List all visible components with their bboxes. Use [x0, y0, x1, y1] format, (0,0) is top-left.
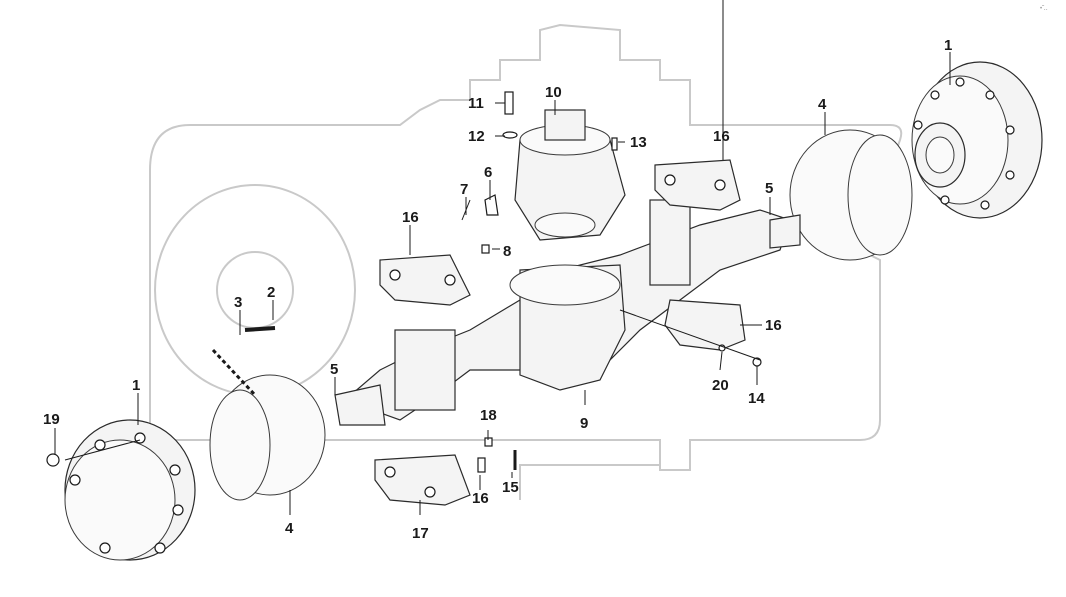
- leader-lines: [54, 0, 951, 515]
- callout-6: 6: [484, 164, 492, 181]
- callout-14: 14: [748, 390, 765, 407]
- brake-caliper-right: [664, 299, 746, 351]
- callout-15: 15: [502, 479, 519, 496]
- callout-5-right: 5: [765, 180, 773, 197]
- callout-13: 13: [630, 134, 647, 151]
- brake-caliper-bottom: [374, 454, 471, 506]
- callout-16-top-right: 16: [713, 128, 730, 145]
- callout-12: 12: [468, 128, 485, 145]
- wheel-hub-right: [911, 61, 1043, 219]
- differential-carrier: [514, 109, 626, 241]
- callout-9: 9: [580, 415, 588, 432]
- brake-caliper-top-left: [379, 254, 471, 306]
- callout-5-left: 5: [330, 361, 338, 378]
- wheel-hub-left: [64, 419, 196, 561]
- brake-disc-left: [209, 374, 326, 501]
- callout-1-left: 1: [132, 377, 140, 394]
- callout-18: 18: [480, 407, 497, 424]
- brake-caliper-top-right: [654, 159, 741, 211]
- callout-4-right: 4: [818, 96, 827, 113]
- callout-3: 3: [234, 294, 242, 311]
- callout-2: 2: [267, 284, 275, 301]
- callout-17: 17: [412, 525, 429, 542]
- callout-11: 11: [468, 95, 484, 112]
- callout-4-left: 4: [285, 520, 294, 537]
- callout-10: 10: [545, 84, 562, 101]
- callout-7: 7: [460, 181, 468, 198]
- callout-8: 8: [503, 243, 511, 260]
- corner-mark: •̃ ‥: [1040, 6, 1048, 12]
- callout-labels: 1 1 2 3 4 4 5 5 6 7 8 9 10 11 12 13 14 1…: [43, 37, 952, 542]
- hardware: [46, 91, 762, 473]
- brake-disc-right: [789, 129, 913, 261]
- axle-housing: [334, 199, 801, 426]
- callout-16-bottom: 16: [472, 490, 489, 507]
- callout-16-top-left: 16: [402, 209, 419, 226]
- callout-16-right: 16: [765, 317, 782, 334]
- callout-20: 20: [712, 377, 729, 394]
- callout-19: 19: [43, 411, 60, 428]
- callout-1-right: 1: [944, 37, 952, 54]
